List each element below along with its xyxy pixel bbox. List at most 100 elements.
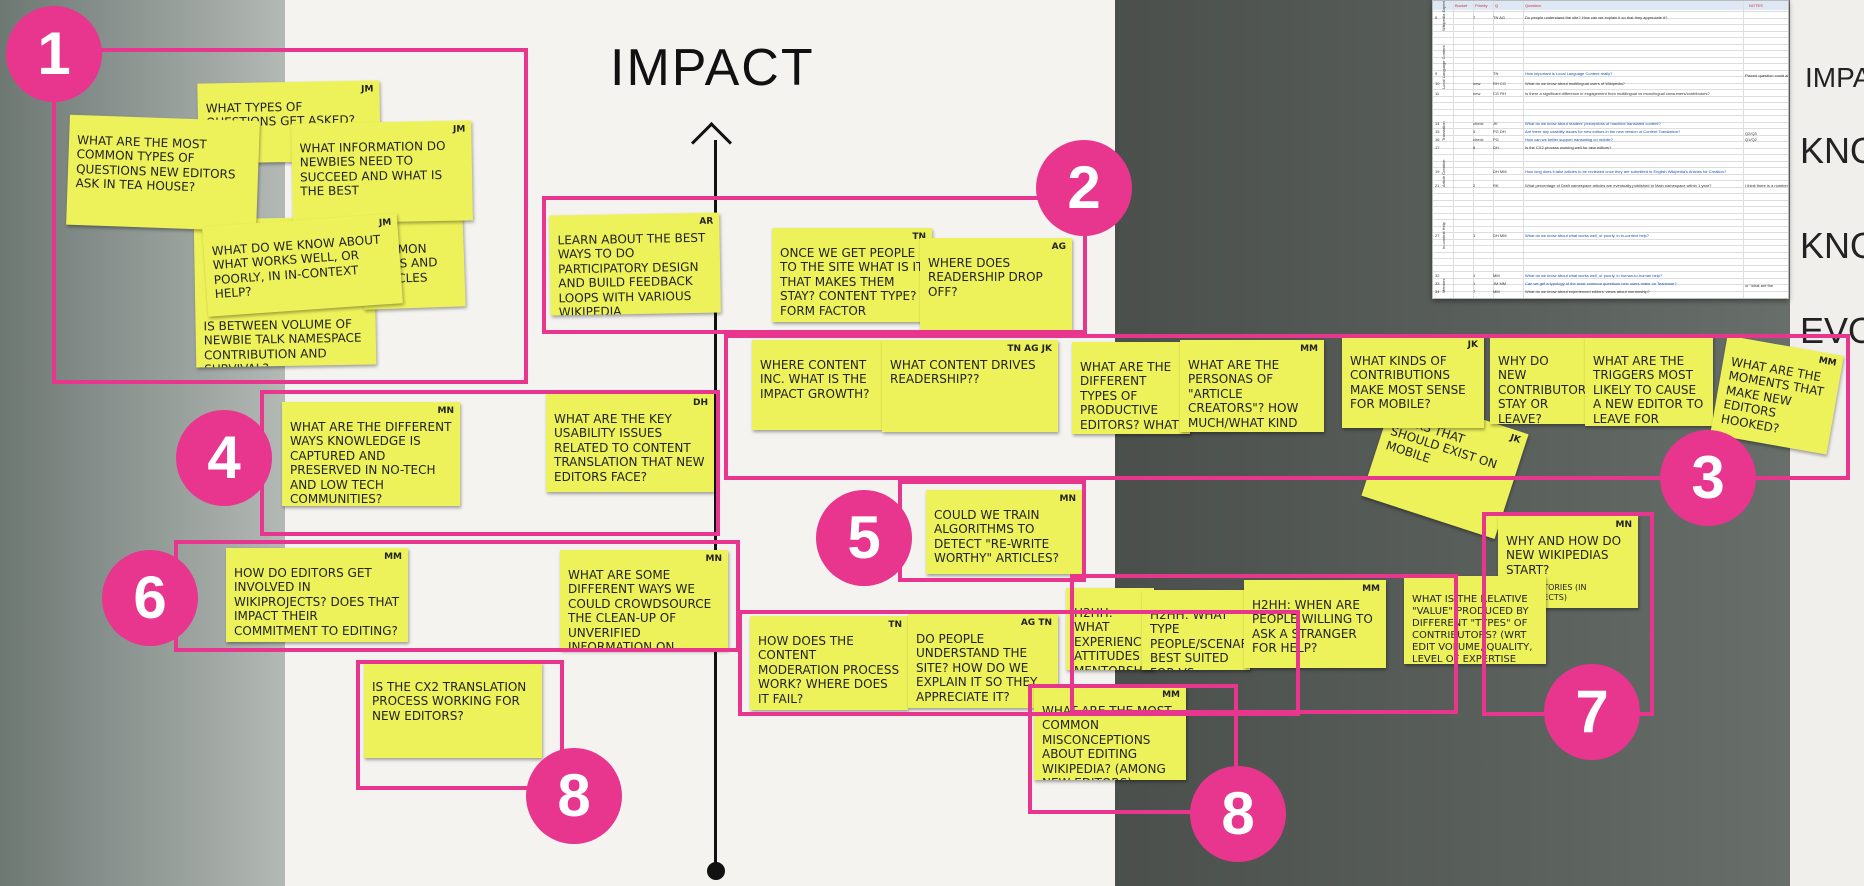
sheet-cell-who: PG xyxy=(1493,137,1499,142)
note-text: H2HH: When are people willing to ask a s… xyxy=(1252,598,1373,656)
sheet-cell-q: What do we know about readers' perceptio… xyxy=(1525,121,1661,126)
sheet-grid-row xyxy=(1433,102,1788,103)
sheet-cell-p: 8 xyxy=(1473,145,1476,150)
group-box-4 xyxy=(260,390,720,536)
sheet-cell-who: TN AG xyxy=(1493,15,1506,20)
sheet-cell-p: new xyxy=(1473,81,1481,86)
sheet-cell-who: CG RH xyxy=(1493,91,1506,96)
note-initials: TN xyxy=(888,620,902,630)
sticky-note: Why and how do new Wikipedias start?MNCa… xyxy=(1498,516,1638,608)
sticky-note: What are the personas of "article creato… xyxy=(1180,340,1324,432)
sheet-grid-row xyxy=(1433,56,1788,58)
sheet-cell-p: 1 xyxy=(1473,281,1476,286)
sheet-cell-num: 34 xyxy=(1435,289,1440,294)
sheet-grid-row xyxy=(1433,225,1788,227)
note-initials: MM xyxy=(1362,584,1380,594)
sheet-cell-p: 7 xyxy=(1473,15,1476,20)
sheet-grid-row xyxy=(1433,76,1788,77)
sticky-note: What are the key usability issues relate… xyxy=(546,394,714,492)
sheet-group-label: Local Language Content xyxy=(1441,45,1446,89)
sheet-grid-row xyxy=(1433,50,1788,51)
note-initials: MN xyxy=(437,406,455,416)
sheet-cell-who: MM xyxy=(1493,289,1500,294)
sheet-note: Q2/Q3 xyxy=(1745,131,1757,136)
sheet-cell-q: Are there any usability issues for new e… xyxy=(1525,129,1681,134)
sheet-header-q: Q xyxy=(1495,3,1499,8)
sheet-cell-num: 19 xyxy=(1435,169,1440,174)
side-label: KNO xyxy=(1800,225,1864,266)
sheet-grid-row xyxy=(1433,128,1788,129)
sticky-note: What are the different types of producti… xyxy=(1072,342,1190,434)
sheet-cell-num: 32 xyxy=(1435,273,1440,278)
note-initials: JM xyxy=(452,124,466,135)
sheet-cell-q: What percentage of Draft namespace artic… xyxy=(1525,183,1712,188)
sheet-grid-row xyxy=(1433,115,1788,116)
note-text: What are the different ways knowledge is… xyxy=(290,420,452,506)
sheet-cell-num: 10 xyxy=(1435,81,1440,86)
note-text: Why and how do new Wikipedias start? xyxy=(1506,534,1622,577)
sheet-cell-p: check xyxy=(1473,121,1484,126)
sheet-cell-q: How important is Local Language Content … xyxy=(1525,71,1613,76)
sheet-cell-p: 2 xyxy=(1473,183,1476,188)
side-label: KNO xyxy=(1800,130,1864,171)
group-badge-2: 2 xyxy=(1036,140,1132,236)
sheet-grid-row xyxy=(1433,180,1788,181)
sheet-header-notes: NOTES xyxy=(1749,3,1763,8)
note-initials: AG xyxy=(1051,242,1066,252)
sheet-grid-row xyxy=(1433,95,1788,97)
note-text: What do we know about what works well, o… xyxy=(211,232,381,302)
sheet-cell-p: new xyxy=(1473,91,1481,96)
group-box-1 xyxy=(52,48,528,384)
sheet-group-label: In-context Help xyxy=(1441,222,1446,249)
note-text: What are the personas of "article creato… xyxy=(1188,358,1310,432)
sticky-note: What are the triggers most likely to cau… xyxy=(1585,336,1713,426)
sheet-cell-num: 33 xyxy=(1435,281,1440,286)
sheet-grid-row xyxy=(1433,284,1788,285)
note-initials: TN AG JK xyxy=(1007,344,1052,354)
sheet-cell-p: check xyxy=(1473,137,1484,142)
sheet-grid-row xyxy=(1433,30,1788,32)
note-text: Why do new contributors stay or leave? xyxy=(1498,354,1586,424)
sheet-cell-num: 11 xyxy=(1435,91,1440,96)
sticky-note: Why do new contributors stay or leave? xyxy=(1490,336,1586,424)
sheet-cell-num: 27 xyxy=(1435,233,1440,238)
note-initials: TN xyxy=(912,232,926,242)
sticky-note: What are the different ways knowledge is… xyxy=(282,402,460,506)
note-text: How do editors get involved in WikiProje… xyxy=(234,566,400,638)
note-initials: MN xyxy=(1615,520,1633,530)
note-text: What are some different ways we could cr… xyxy=(568,568,712,650)
sheet-grid-row xyxy=(1433,199,1788,201)
sheet-cell-q: How can we better support translating on… xyxy=(1525,137,1613,142)
sticky-note: Do people understand the site? How do we… xyxy=(908,614,1058,708)
sheet-cell-who: RK xyxy=(1493,183,1499,188)
sheet-grid-row xyxy=(1433,89,1788,90)
sheet-cell-num: 16 xyxy=(1435,137,1440,142)
spreadsheet-header xyxy=(1433,1,1788,10)
group-badge-3: 3 xyxy=(1660,430,1756,526)
sheet-grid-row xyxy=(1433,277,1788,279)
note-initials: AG TN xyxy=(1020,618,1052,628)
group-badge-8b: 8 xyxy=(1190,766,1286,862)
sheet-cell-who: DH MM xyxy=(1493,233,1507,238)
sheet-grid-row xyxy=(1433,108,1788,110)
sheet-cell-q: Is there a significant difference in eng… xyxy=(1525,91,1710,96)
note-initials: MM xyxy=(1300,344,1318,354)
sheet-note: Placed question could also be xyxy=(1745,73,1789,78)
sheet-grid-row xyxy=(1433,245,1788,246)
sheet-grid-row xyxy=(1433,24,1788,25)
sheet-grid-row xyxy=(1433,17,1788,19)
note-text: Could we train algorithms to detect "re-… xyxy=(934,508,1059,566)
note-initials: JK xyxy=(1467,340,1478,350)
sheet-grid-row xyxy=(1433,173,1788,175)
note-text: Is the CX2 translation process working f… xyxy=(372,680,527,723)
sheet-group-label: Wikipedia Experience xyxy=(1441,0,1446,31)
sticky-note: How do editors get involved in WikiProje… xyxy=(226,548,408,642)
note-initials: MM xyxy=(384,552,402,562)
sticky-note: What are some different ways we could cr… xyxy=(560,550,728,650)
sticky-note: H2HH: What experience attitudes mentorsh… xyxy=(1066,588,1154,670)
group-badge-5: 5 xyxy=(816,490,912,586)
sheet-cell-p: 1 xyxy=(1473,233,1476,238)
note-text: How does the content moderation process … xyxy=(758,634,900,706)
sheet-header-question: Question xyxy=(1525,3,1542,8)
